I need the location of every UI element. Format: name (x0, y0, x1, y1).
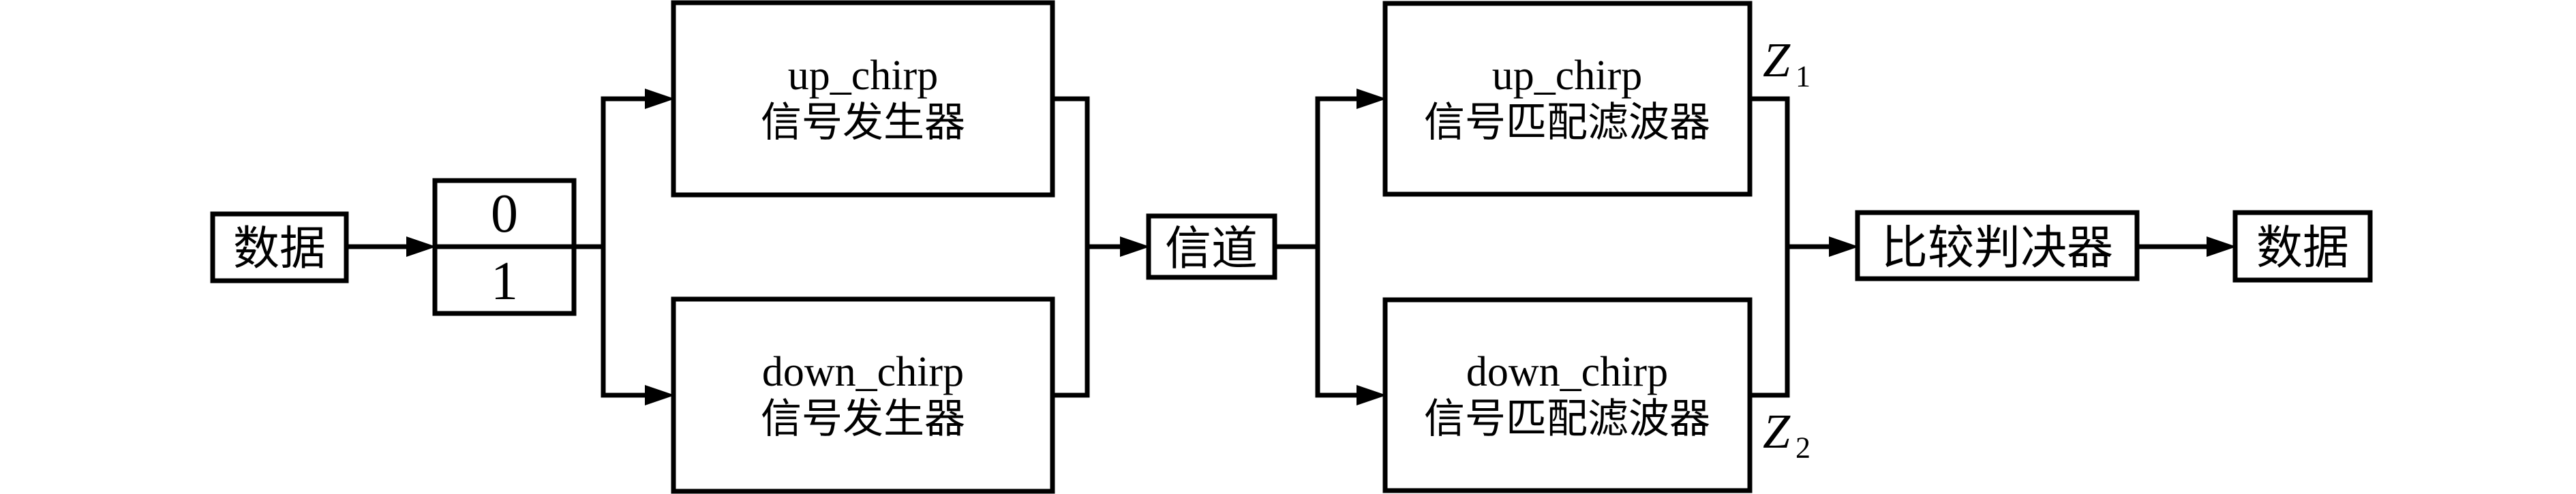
up-chirp-generator-box (671, 0, 1055, 198)
comparator-label: 比较判决器 (1881, 222, 2113, 274)
connector-generators-to-channel (1050, 96, 1150, 398)
arrowhead-into-channel (1120, 236, 1150, 257)
connector-filters-to-comparator (1747, 96, 1859, 398)
down-chirp-generator-label-en: down_chirp (762, 349, 964, 395)
comparator-box (1855, 210, 2140, 281)
arrowhead-into-selector (406, 236, 436, 257)
node-data-out: 数据 (2232, 210, 2373, 283)
up-chirp-matched-filter-label-en: up_chirp (1492, 52, 1642, 99)
data-out-label: 数据 (2256, 222, 2349, 274)
arrowhead-into-data-out (2207, 236, 2237, 257)
data-out-box (2232, 210, 2373, 283)
connector-selector-branch (571, 89, 675, 405)
connector-datain-to-selector (344, 236, 436, 257)
data-in-box (210, 211, 349, 283)
arrowhead-into-up-matched-filter (1357, 89, 1387, 109)
node-comparator: 比较判决器 (1855, 210, 2140, 281)
z1-variable: Z (1763, 33, 1791, 87)
node-up-chirp-generator: up_chirp 信号发生器 (671, 0, 1055, 198)
down-chirp-matched-filter-label-zh: 信号匹配滤波器 (1424, 397, 1710, 442)
node-down-chirp-matched-filter: down_chirp 信号匹配滤波器 (1382, 297, 1753, 493)
node-data-in: 数据 (210, 211, 349, 283)
up-chirp-matched-filter-label-zh: 信号匹配滤波器 (1424, 100, 1710, 145)
annotation-z1: Z 1 (1763, 33, 1810, 93)
connector-comparator-to-dataout (2134, 236, 2237, 257)
up-chirp-generator-label-zh: 信号发生器 (761, 100, 965, 145)
arrowhead-into-down-generator (645, 385, 675, 405)
node-up-chirp-matched-filter: up_chirp 信号匹配滤波器 (1382, 1, 1753, 197)
channel-box (1146, 213, 1277, 280)
z1-subscript: 1 (1795, 60, 1810, 93)
arrowhead-into-up-generator (645, 89, 675, 109)
arrowhead-into-down-matched-filter (1357, 385, 1387, 405)
up-chirp-generator-label-en: up_chirp (788, 52, 938, 99)
connector-channel-branch (1272, 89, 1387, 405)
node-down-chirp-generator: down_chirp 信号发生器 (671, 296, 1055, 494)
down-chirp-generator-box (671, 296, 1055, 494)
annotation-z2: Z 2 (1763, 404, 1810, 465)
node-bit-selector: 0 1 (432, 178, 577, 316)
down-chirp-generator-label-zh: 信号发生器 (761, 397, 965, 442)
node-channel: 信道 (1146, 213, 1277, 280)
data-in-label: 数据 (233, 223, 326, 275)
up-chirp-matched-filter-box (1382, 1, 1753, 197)
bit-zero-label: 0 (491, 184, 518, 244)
bit-one-label: 1 (491, 251, 518, 311)
down-chirp-matched-filter-box (1382, 297, 1753, 493)
z2-variable: Z (1763, 404, 1791, 459)
down-chirp-matched-filter-label-en: down_chirp (1466, 349, 1668, 395)
channel-label: 信道 (1165, 223, 1258, 275)
arrowhead-into-comparator (1829, 236, 1859, 257)
z2-subscript: 2 (1795, 431, 1810, 465)
